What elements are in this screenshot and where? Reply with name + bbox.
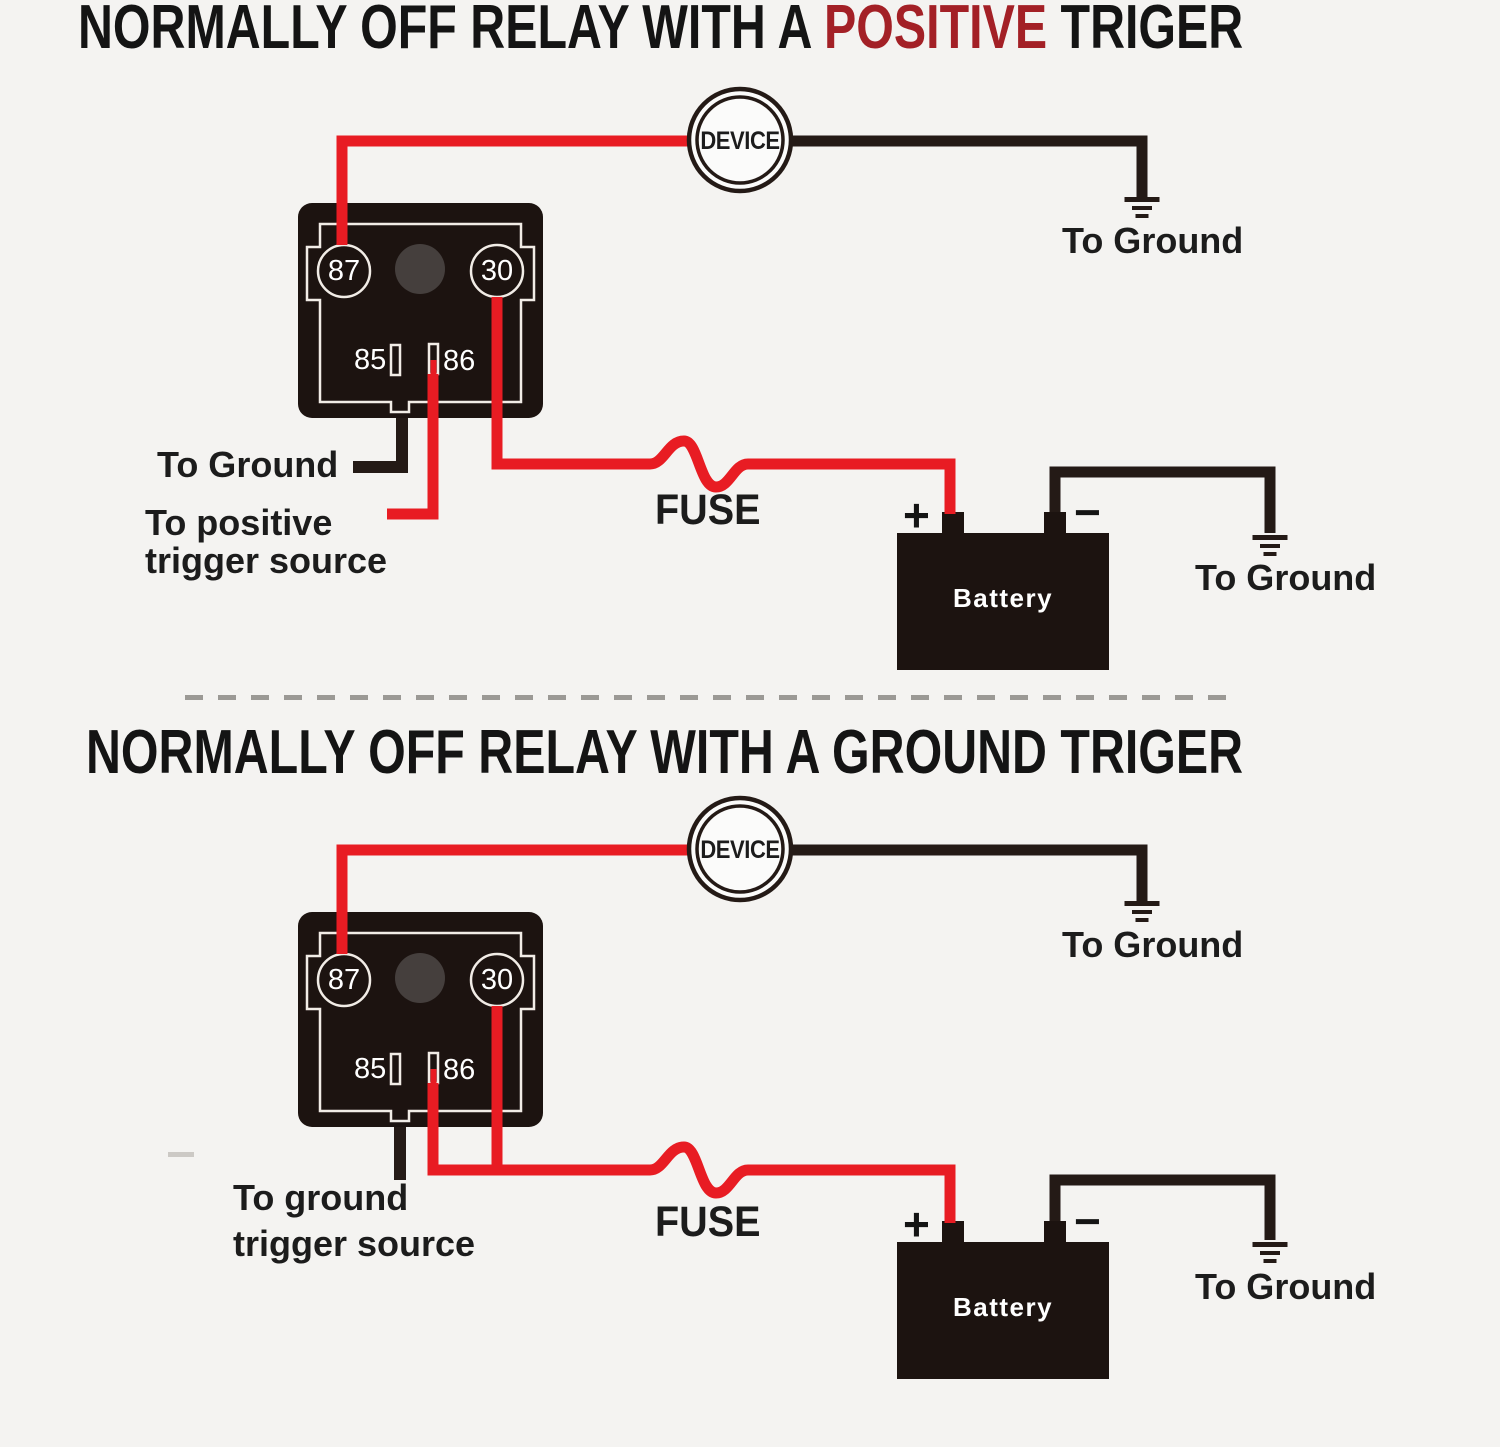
- stray-mark: [168, 1152, 194, 1157]
- battery-plus-sign-top: +: [903, 489, 930, 541]
- pin-30-label-bottom: 30: [480, 964, 514, 996]
- ground-symbol-device-top: [1124, 197, 1160, 218]
- title-highlight: POSITIVE: [824, 0, 1048, 62]
- wire-30-fuse-battery-red-top: [491, 297, 956, 514]
- wire-battery-ground-black-top: [1049, 466, 1276, 533]
- device-label-bottom: DEVICE: [700, 836, 780, 864]
- wire-85-ground-black-top: [353, 418, 408, 473]
- wire-87-to-device-red-top: [336, 135, 690, 245]
- device-circle-inner-bottom: [695, 804, 785, 894]
- slot-86-wire-stub-top: [430, 360, 437, 374]
- wire-device-to-ground-black-bottom: [791, 844, 1148, 901]
- ground-symbol-device-bottom: [1124, 901, 1160, 922]
- label-to-ground-device-bottom: To Ground: [1062, 924, 1244, 965]
- label-to-ground-battery-bottom: To Ground: [1195, 1266, 1377, 1307]
- title-part1: NORMALLY OFF RELAY WITH A: [78, 0, 825, 62]
- label-fuse-top: FUSE: [655, 486, 761, 534]
- ground-symbol-battery-bottom: [1252, 1242, 1288, 1263]
- ground-symbol-battery-top: [1252, 535, 1288, 556]
- battery-label-bottom: Battery: [952, 1292, 1054, 1322]
- wire-86-trigger-red-top: [387, 374, 439, 520]
- section-divider: [185, 695, 1228, 700]
- wire-battery-ground-black-bottom: [1049, 1174, 1276, 1240]
- wire-fuse-battery-red-bottom: [427, 1141, 956, 1223]
- battery-plus-sign-bottom: +: [903, 1198, 930, 1250]
- title-positive-trigger: NORMALLY OFF RELAY WITH A POSITIVE TRIGE…: [78, 0, 1243, 65]
- device-circle-inner-top: [695, 95, 785, 185]
- pin-86-label-bottom: 86: [443, 1054, 476, 1086]
- pin-87-label-top: 87: [327, 255, 361, 287]
- battery-minus-sign-top: −: [1074, 486, 1101, 538]
- relay-top: [296, 201, 545, 420]
- title-part2: TRIGER: [1047, 0, 1244, 62]
- battery-minus-sign-bottom: −: [1074, 1195, 1101, 1247]
- wire-device-to-ground-black-top: [791, 135, 1148, 197]
- device-circle-outer-bottom: [686, 795, 794, 903]
- slot-86-wire-stub-bottom: [430, 1069, 437, 1083]
- pin-86-label-top: 86: [443, 345, 476, 377]
- device-circle-outer-top: [686, 86, 794, 194]
- label-fuse-bottom: FUSE: [655, 1198, 761, 1246]
- label-trigger-line1-bottom: To ground: [233, 1177, 409, 1218]
- wire-87-to-device-red-bottom: [336, 844, 690, 954]
- label-trigger-line1-top: To positive: [145, 502, 333, 543]
- pin-85-label-top: 85: [354, 344, 387, 376]
- title-ground-trigger: NORMALLY OFF RELAY WITH A GROUND TRIGER: [86, 716, 1243, 790]
- title-text: NORMALLY OFF RELAY WITH A GROUND TRIGER: [86, 718, 1244, 787]
- pin-85-label-bottom: 85: [354, 1053, 387, 1085]
- label-trigger-line2-bottom: trigger source: [233, 1223, 476, 1264]
- label-to-ground-battery-top: To Ground: [1195, 557, 1377, 598]
- battery-label-top: Battery: [952, 583, 1054, 613]
- pin-87-label-bottom: 87: [327, 964, 361, 996]
- label-trigger-line2-top: trigger source: [145, 540, 388, 581]
- label-to-ground-device-top: To Ground: [1062, 220, 1244, 261]
- relay-bottom: [296, 910, 545, 1129]
- pin-30-label-top: 30: [480, 255, 514, 287]
- device-label-top: DEVICE: [700, 127, 780, 155]
- label-to-ground-85-top: To Ground: [157, 444, 339, 485]
